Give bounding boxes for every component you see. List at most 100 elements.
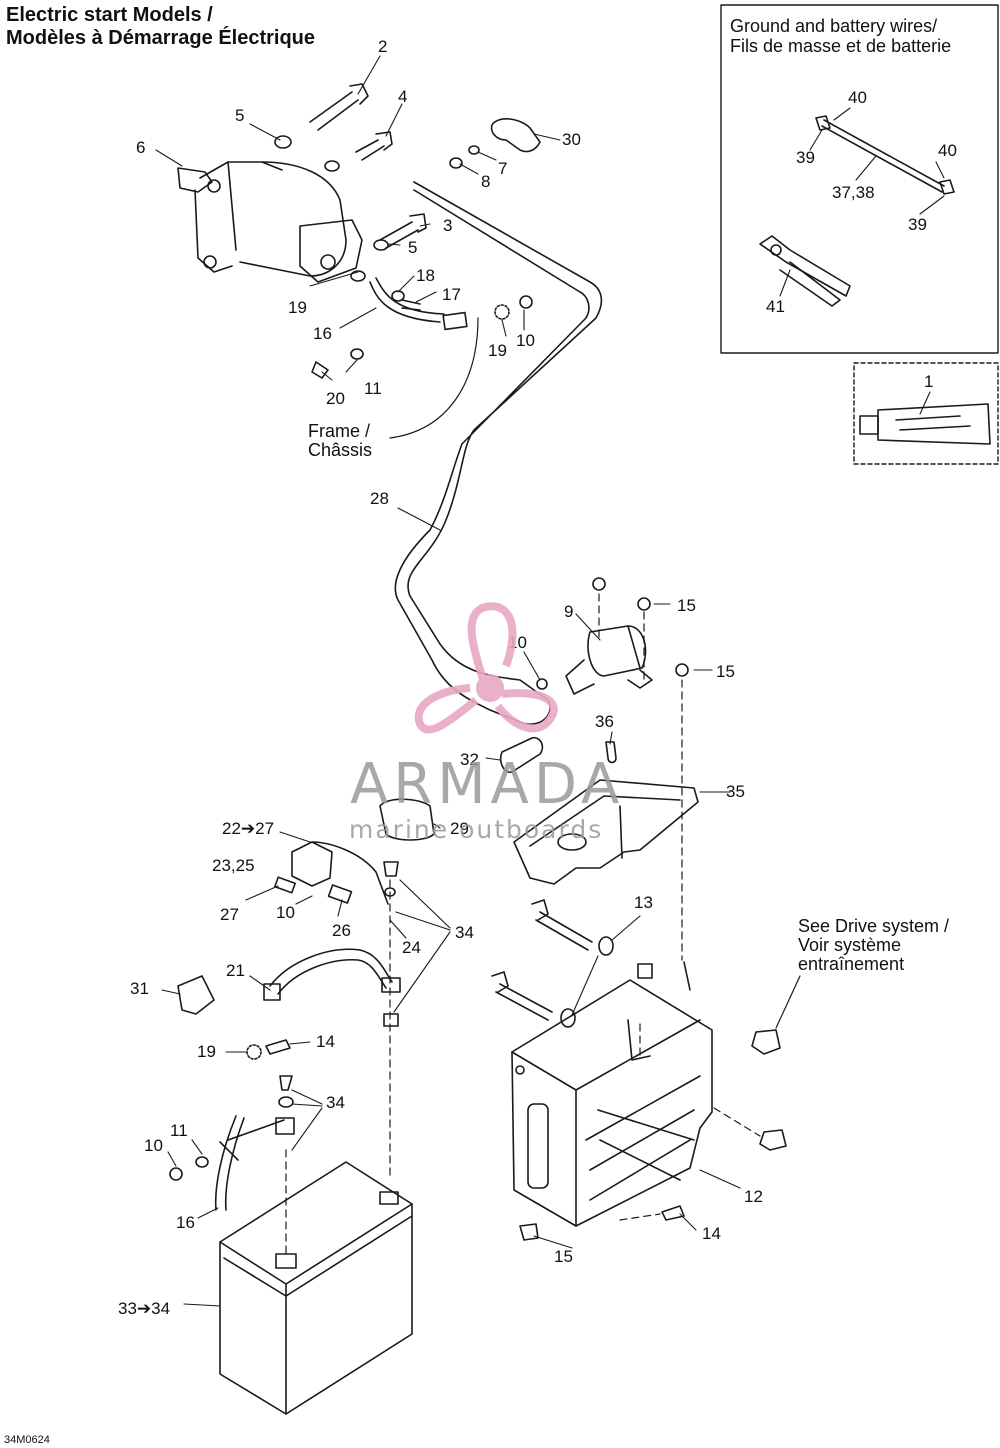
inset-title: Ground and battery wires/ Fils de masse … [730, 16, 951, 56]
title-line-1: Electric start Models / [6, 4, 213, 26]
part-1-tube [859, 403, 991, 445]
callout-19-upper-right: 19 [488, 341, 507, 360]
washer-5-lower [324, 160, 340, 172]
callout-5-a: 5 [235, 106, 244, 125]
starter-motor [177, 161, 363, 283]
frame-note-line-2: Châssis [308, 440, 373, 460]
nut-drive-system [751, 1029, 781, 1055]
callout-31: 31 [130, 979, 149, 998]
callout-labels: 2 4 5 5 6 30 7 8 3 5 18 19 17 16 19 10 1… [118, 37, 957, 1318]
nut-34-plate [383, 1013, 399, 1027]
washer-8 [449, 157, 463, 169]
washer-11-upper [350, 348, 364, 360]
washer-11-lower [195, 1156, 209, 1168]
callout-8: 8 [481, 172, 490, 191]
callout-39-left: 39 [796, 148, 815, 167]
watermark-name: ARMADA [350, 752, 625, 817]
washer-5-mid [373, 239, 389, 251]
drive-note-line-1: See Drive system / [798, 916, 950, 936]
callout-20: 20 [326, 389, 345, 408]
callout-30: 30 [562, 130, 581, 149]
drive-system-note: See Drive system / Voir système entraîne… [798, 917, 949, 974]
callout-29: 29 [450, 819, 469, 838]
leader-lines [155, 55, 945, 1307]
callout-41: 41 [766, 297, 785, 316]
crimp-tool-41 [759, 235, 851, 307]
callout-5-b: 5 [408, 238, 417, 257]
solenoid-9 [565, 625, 653, 695]
watermark-propeller-icon [414, 602, 558, 734]
callout-11-lower: 11 [170, 1121, 188, 1140]
boot-36 [605, 741, 617, 764]
inset-box-part-1 [853, 362, 999, 465]
callout-34-lower: 34 [326, 1093, 345, 1112]
callout-3: 3 [443, 216, 452, 235]
washer-34-lower [278, 1096, 294, 1108]
inset-title-line-1: Ground and battery wires/ [730, 16, 938, 36]
callout-35: 35 [726, 782, 745, 801]
callout-7: 7 [498, 159, 507, 178]
callout-19-upper-left: 19 [288, 298, 307, 317]
leader-34-lower [291, 1089, 323, 1151]
callout-21: 21 [226, 961, 245, 980]
callout-11-upper: 11 [364, 379, 382, 398]
nut-10-upper [519, 295, 533, 309]
boot-32 [499, 736, 544, 773]
callout-10-lower: 10 [144, 1136, 163, 1155]
callout-13: 13 [634, 893, 653, 912]
callout-32: 32 [460, 750, 479, 769]
callout-39-right: 39 [908, 215, 927, 234]
boot-30 [490, 118, 541, 153]
washer-5-upper [274, 135, 292, 149]
callout-2: 2 [378, 37, 387, 56]
cable-21 [263, 948, 401, 1001]
callout-14-left: 14 [316, 1032, 335, 1051]
callout-19-left: 19 [197, 1042, 216, 1061]
callout-10-relay: 10 [276, 903, 295, 922]
nut-10-lower [169, 1167, 183, 1181]
bolt-3 [379, 213, 427, 249]
wire-16-upper [350, 270, 468, 331]
callout-36: 36 [595, 712, 614, 731]
callout-40-left: 40 [848, 88, 867, 107]
cable-16-lower [214, 1115, 295, 1211]
callout-26: 26 [332, 921, 351, 940]
callout-27-label: 27 [220, 905, 239, 924]
washer-18 [391, 290, 405, 302]
inset-box-ground-wires [720, 4, 999, 354]
title-line-2: Modèles à Démarrage Électrique [6, 27, 316, 49]
callout-15-bottom: 15 [554, 1247, 573, 1266]
boot-31 [177, 975, 215, 1015]
callout-24-text: 24 [402, 938, 421, 957]
battery-tray-12 [511, 961, 713, 1227]
bolt-4 [355, 131, 393, 161]
bolt-34-lower [279, 1075, 293, 1091]
callout-22-27: 22➔27 [222, 819, 274, 838]
callout-9: 9 [564, 602, 573, 621]
nut-15-top [592, 577, 606, 591]
ground-wire-37-38 [815, 115, 955, 195]
callout-15-top: 15 [677, 596, 696, 615]
callout-34-upper: 34 [455, 923, 474, 942]
cap-34 [383, 861, 399, 877]
diagram-title: Electric start Models / Modèles à Démarr… [6, 4, 315, 50]
callout-18: 18 [416, 266, 435, 285]
nut-15-bottom [519, 1223, 539, 1241]
leader-34-upper [393, 879, 451, 1013]
washer-13 [598, 936, 614, 956]
cable-28 [394, 181, 603, 725]
frame-leader [389, 317, 479, 439]
callout-1: 1 [924, 372, 933, 391]
bracket-35 [513, 779, 699, 885]
drawing-code: 34M0624 [4, 1434, 50, 1446]
bolt-2 [309, 83, 369, 131]
relay-assembly-22-27 [274, 841, 389, 905]
inset-title-line-2: Fils de masse et de batterie [730, 36, 952, 56]
bolt-long-lower [491, 971, 553, 1021]
drive-system-leader [775, 975, 801, 1029]
callout-28: 28 [370, 489, 389, 508]
nut-15-mid [637, 597, 651, 611]
callout-16-bottom: 16 [176, 1213, 195, 1232]
callout-12: 12 [744, 1187, 763, 1206]
